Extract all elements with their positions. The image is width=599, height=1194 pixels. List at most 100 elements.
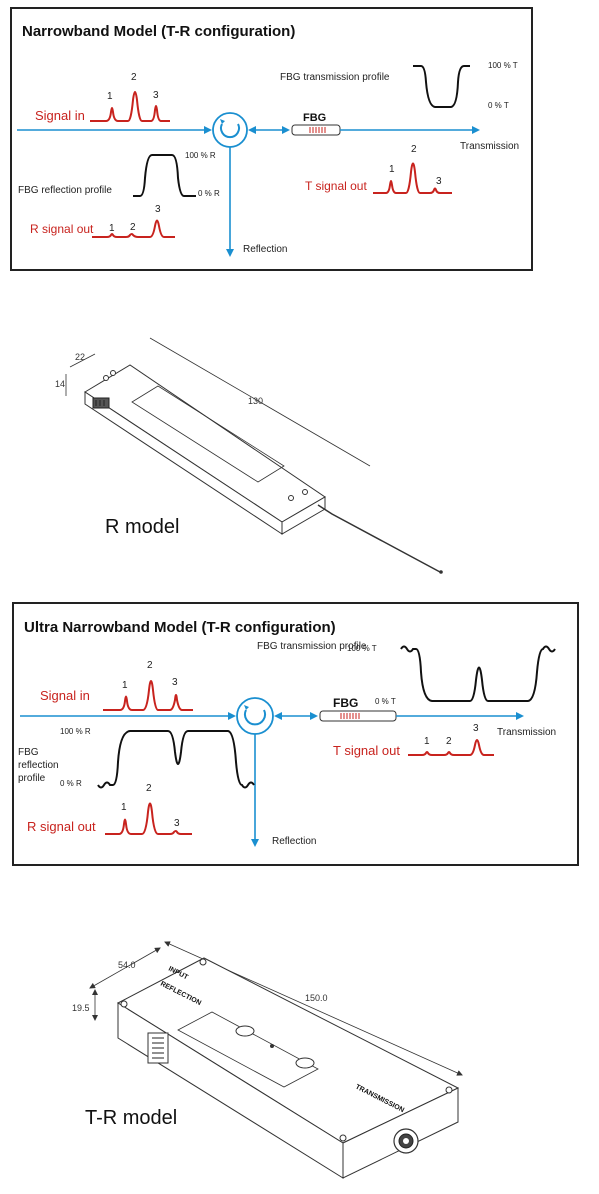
t-peak-label-3: 3 <box>473 723 479 734</box>
t100-label: 100 % T <box>347 644 377 653</box>
peak-label-1: 1 <box>122 680 128 691</box>
screw-icon <box>288 495 294 501</box>
fbg-element <box>319 710 397 722</box>
mounting-hole-icon <box>295 1057 315 1069</box>
tr-model-drawing: 54.0 19.5 150.0 <box>72 941 463 1179</box>
signal-in-waveform <box>103 680 193 711</box>
r0-label: 0 % R <box>60 779 82 788</box>
fbg-label: FBG <box>303 112 326 124</box>
fbg-reflection-label-line2: reflection <box>18 760 59 771</box>
signal-in-label: Signal in <box>40 688 90 703</box>
fbg-grating <box>340 713 360 719</box>
fbg-transmission-profile-curve <box>413 65 470 108</box>
screw-icon <box>199 958 207 966</box>
reflection-label: Reflection <box>243 244 287 255</box>
screw-icon <box>120 1000 128 1008</box>
indicator-dot <box>270 1044 274 1048</box>
diagram-frame <box>12 602 579 866</box>
t0-label: 0 % T <box>375 697 396 706</box>
diagram-title: Narrowband Model (T-R configuration) <box>22 23 295 40</box>
t-peak-label-3: 3 <box>436 176 442 187</box>
fbg-reflection-label-line1: FBG <box>18 747 39 758</box>
r-peak-label-3: 3 <box>174 818 180 829</box>
dim-width-label: 22 <box>75 352 85 362</box>
r-model-drawing: 22 14 130 R model <box>55 337 443 574</box>
peak-label-3: 3 <box>153 90 159 101</box>
t0-label: 0 % T <box>488 101 509 110</box>
dim-height-label: 14 <box>55 379 65 389</box>
signal-in-waveform <box>90 91 170 122</box>
ultra-narrowband-diagram: Ultra Narrowband Model (T-R configuratio… <box>12 602 579 866</box>
fbg-reflection-label-line3: profile <box>18 773 46 784</box>
circulator-arrowhead-icon <box>244 705 249 710</box>
r-signal-out-label: R signal out <box>30 222 94 236</box>
t-peak-label-1: 1 <box>389 164 395 175</box>
transmission-label: Transmission <box>460 141 519 152</box>
fbg-transmission-profile-label: FBG transmission profile <box>257 641 367 652</box>
reflection-label: Reflection <box>272 836 316 847</box>
r-signal-out-waveform <box>92 219 175 238</box>
t-signal-out-waveform <box>373 162 452 194</box>
dim-height-label: 19.5 <box>72 1003 90 1013</box>
circulator-icon <box>212 112 248 148</box>
t-signal-out-waveform <box>408 739 494 756</box>
fbg-transmission-profile-label: FBG transmission profile <box>280 72 390 83</box>
t-peak-label-2: 2 <box>446 736 452 747</box>
circulator-rotation-icon <box>220 123 240 139</box>
diagram-title: Ultra Narrowband Model (T-R configuratio… <box>24 619 336 636</box>
screw-icon <box>110 370 116 376</box>
transmission-label: Transmission <box>497 727 556 738</box>
screw-icon <box>103 375 109 381</box>
diagram-frame <box>10 7 533 271</box>
dim-length-line <box>149 337 371 467</box>
tr-model-connector <box>147 1032 169 1064</box>
r-peak-label-3: 3 <box>155 204 161 215</box>
dim-width-line <box>89 947 161 989</box>
t-signal-out-label: T signal out <box>333 743 400 758</box>
r100-label: 100 % R <box>185 151 216 160</box>
t-peak-label-1: 1 <box>424 736 430 747</box>
tr-model-caption: T-R model <box>85 1107 177 1129</box>
screw-icon <box>302 489 308 495</box>
fbg-reflection-profile-curve <box>133 154 196 197</box>
r-signal-out-waveform <box>105 802 192 835</box>
fiber-pigtail <box>317 504 441 573</box>
narrowband-diagram: Narrowband Model (T-R configuration) Sig… <box>10 7 533 271</box>
r0-label: 0 % R <box>198 189 220 198</box>
fbg-grating <box>309 127 326 133</box>
peak-label-2: 2 <box>147 660 153 671</box>
fbg-transmission-profile-curve <box>400 645 556 702</box>
t-signal-out-label: T signal out <box>305 179 367 193</box>
peak-label-3: 3 <box>172 677 178 688</box>
fbg-reflection-profile-curve <box>97 730 255 789</box>
r-model-label-plate <box>131 385 285 483</box>
fiber-end <box>439 570 443 574</box>
tr-model-fiber-connector <box>393 1128 419 1154</box>
r100-label: 100 % R <box>60 727 91 736</box>
circulator-icon <box>236 697 274 735</box>
mounting-hole-icon <box>235 1025 255 1037</box>
screw-icon <box>339 1134 347 1142</box>
dim-width-line <box>69 353 96 368</box>
signal-in-label: Signal in <box>35 108 85 123</box>
r-model-caption: R model <box>105 516 179 538</box>
peak-label-2: 2 <box>131 72 137 83</box>
r-peak-label-2: 2 <box>130 222 136 233</box>
fbg-reflection-profile-label: FBG reflection profile <box>18 185 112 196</box>
fbg-label: FBG <box>333 696 358 710</box>
dim-length-label: 130 <box>248 396 263 406</box>
dim-width-label: 54.0 <box>118 960 136 970</box>
tr-model-label-plate <box>177 1011 319 1088</box>
r-peak-label-1: 1 <box>109 223 115 234</box>
t-peak-label-2: 2 <box>411 144 417 155</box>
dim-length-label: 150.0 <box>305 993 328 1003</box>
r-signal-out-label: R signal out <box>27 819 96 834</box>
t100-label: 100 % T <box>488 61 518 70</box>
r-peak-label-1: 1 <box>121 802 127 813</box>
peak-label-1: 1 <box>107 91 113 102</box>
r-model-connector <box>92 397 110 409</box>
circulator-arrowhead-icon <box>220 119 225 124</box>
screw-icon <box>445 1086 453 1094</box>
r-peak-label-2: 2 <box>146 783 152 794</box>
